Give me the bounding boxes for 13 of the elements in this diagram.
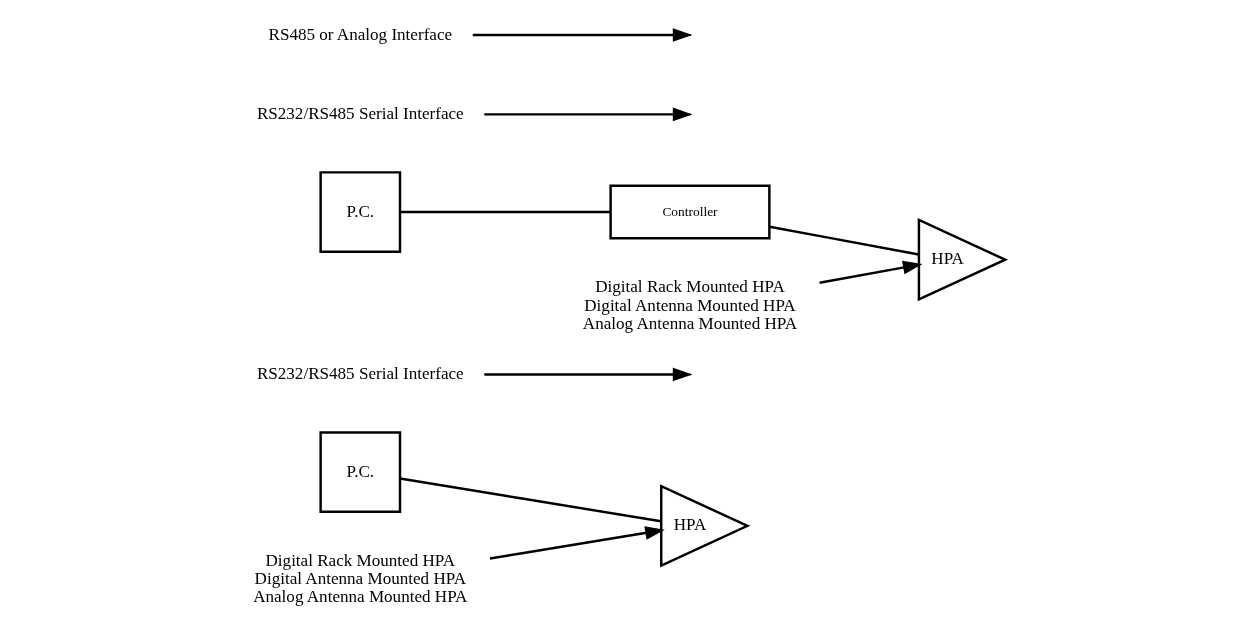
- node-box: P.C.: [318, 431, 401, 514]
- arrow: [489, 526, 665, 560]
- node-text: Digital Rack Mounted HPA Digital Antenna Mounted HPA Analog Antenna Mounted HPA: [252, 550, 467, 607]
- arrow: [818, 260, 922, 284]
- connector: [399, 210, 611, 214]
- node-box: Controller: [608, 184, 771, 240]
- connector: [399, 477, 661, 523]
- node-text: RS232/RS485 Serial Interface: [256, 103, 464, 123]
- connector: [768, 225, 919, 256]
- node-box: P.C.: [318, 171, 401, 253]
- node-text: RS485 or Analog Interface: [268, 24, 452, 44]
- node-text: Digital Rack Mounted HPA Digital Antenna Mounted HPA Analog Antenna Mounted HPA: [582, 277, 797, 333]
- node-text: RS232/RS485 Serial Interface: [256, 363, 464, 383]
